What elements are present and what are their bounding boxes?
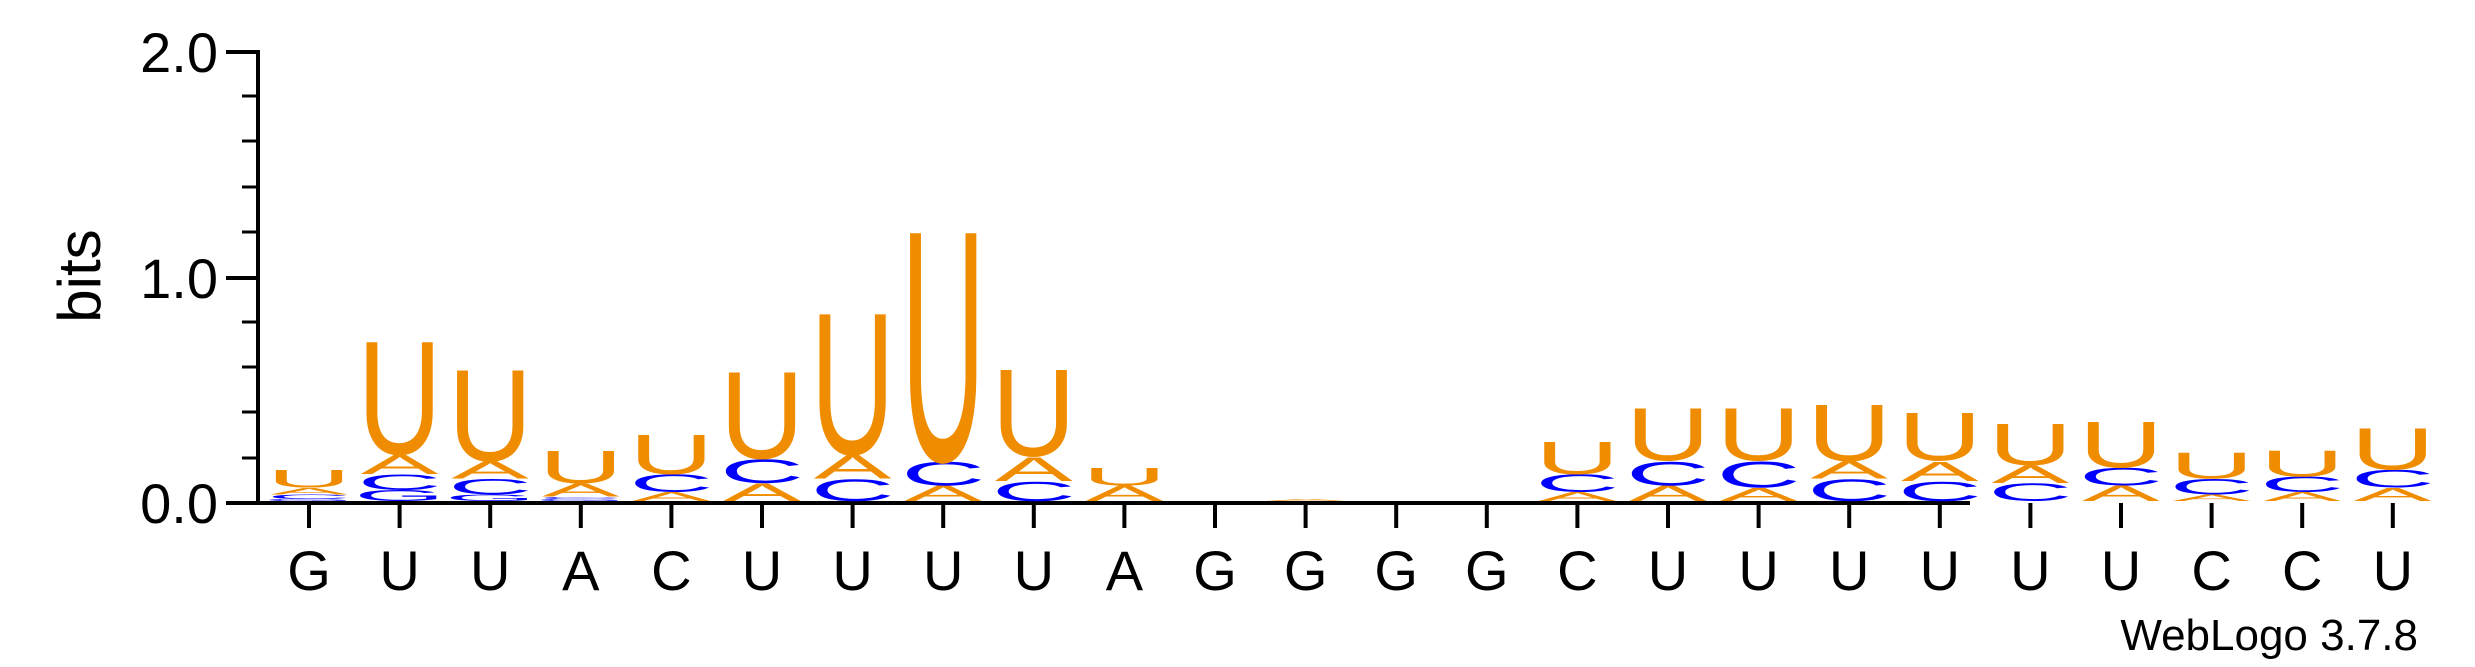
x-tick-label: C — [651, 539, 691, 602]
logo-letter-u: U — [539, 441, 623, 493]
x-tick-label: G — [1193, 539, 1237, 602]
logo-letter-a: A — [2354, 484, 2432, 505]
logo-letter-a: A — [2082, 481, 2160, 505]
logo-letter-a: A — [1629, 481, 1707, 505]
logo-letter-c: C — [810, 473, 894, 508]
x-tick-label: U — [1648, 539, 1688, 602]
y-tick-label-1: 1.0 — [140, 247, 218, 310]
x-tick-label: U — [2010, 539, 2050, 602]
logo-letter-u: U — [1807, 388, 1891, 478]
logo-letter-a: A — [723, 479, 802, 507]
logo-letter-u: U — [1988, 411, 2072, 478]
logo-letter-u: U — [992, 344, 1076, 483]
logo-letter-c: C — [992, 476, 1076, 507]
logo-letter-a: A — [1267, 498, 1345, 501]
logo-letter-a: A — [451, 456, 530, 484]
logo-letter-a: A — [1991, 461, 2070, 489]
x-tick-label: U — [1014, 539, 1054, 602]
logo-letter-g: G — [535, 498, 626, 501]
logo-letter-a: A — [542, 479, 620, 500]
x-tick-label: G — [1284, 539, 1328, 602]
logo-letter-g: G — [264, 498, 355, 501]
logo-letter-g: G — [445, 493, 536, 504]
logo-letter-c: C — [448, 475, 532, 499]
logo-letter-c: C — [357, 470, 441, 494]
logo-letter-c: C — [1626, 455, 1710, 493]
logo-letter-g: G — [354, 487, 445, 504]
logo-letter-a: A — [995, 450, 1074, 488]
logo-letter-a: A — [632, 490, 711, 504]
x-tick-label: U — [742, 539, 782, 602]
logo-letter-u: U — [2351, 416, 2435, 483]
logo-letter-c: C — [1898, 476, 1982, 507]
x-tick-label: U — [2101, 539, 2141, 602]
logo-letter-u: U — [810, 271, 894, 498]
logo-letter-u: U — [357, 307, 441, 488]
x-tick-label: C — [2191, 539, 2231, 602]
logo-letter-c: C — [2351, 465, 2435, 493]
x-tick-label: U — [2373, 539, 2413, 602]
x-tick-label: U — [1920, 539, 1960, 602]
logo-letter-u: U — [1626, 393, 1710, 477]
x-tick-label: G — [287, 539, 331, 602]
logo-letter-u: U — [720, 346, 804, 485]
weblogo-footer: WebLogo 3.7.8 — [2120, 611, 2418, 660]
logo-letter-c: C — [2260, 472, 2344, 496]
logo-letter-c: C — [1807, 473, 1891, 508]
logo-letter-a: A — [1901, 455, 1979, 486]
logo-letter-c: C — [720, 452, 804, 490]
x-tick-label: G — [1465, 539, 1509, 602]
y-axis-label: bits — [46, 229, 113, 322]
logo-letter-u: U — [267, 465, 351, 493]
logo-letter-a: A — [1810, 456, 1889, 484]
logo-letter-u: U — [1082, 463, 1166, 491]
logo-letter-u: U — [1716, 393, 1800, 477]
x-tick-label: U — [470, 539, 510, 602]
logo-letter-c: C — [539, 496, 623, 499]
logo-letter-a: A — [361, 449, 439, 480]
logo-letter-u: U — [901, 162, 985, 531]
y-axis: 2.0 1.0 0.0 bits — [46, 21, 1970, 535]
logo-letter-u: U — [2169, 445, 2253, 486]
logo-letter-c: C — [2169, 475, 2253, 499]
logo-letter-c: C — [2079, 463, 2163, 491]
logo-letter-a: A — [904, 481, 982, 505]
x-tick-label: U — [832, 539, 872, 602]
logo-letter-c: C — [1988, 479, 2072, 507]
logo-letter-u: U — [448, 343, 532, 489]
logo-letter-a: A — [1538, 490, 1617, 504]
logo-letter-c: C — [1716, 454, 1800, 495]
logo-letter-a: A — [814, 448, 893, 486]
y-tick-label-2: 2.0 — [140, 21, 218, 84]
logo-letter-u: U — [2260, 443, 2344, 484]
logo-letter-c: C — [901, 455, 985, 493]
x-tick-label: U — [1829, 539, 1869, 602]
logo-letter-c: C — [267, 493, 351, 500]
x-tick-label: A — [1106, 539, 1144, 602]
logo-letter-c: C — [1535, 470, 1619, 498]
logo-letter-a: A — [1720, 484, 1798, 505]
logo-letter-u: U — [2079, 408, 2163, 481]
logo-letter-c: C — [629, 470, 713, 498]
x-tick-label: C — [2282, 539, 2322, 602]
logo-letter-a: A — [2263, 490, 2342, 504]
y-tick-label-0: 0.0 — [140, 472, 218, 535]
x-tick-label: C — [1557, 539, 1597, 602]
logo-letter-a: A — [2173, 493, 2252, 504]
logo-letter-u: U — [1535, 432, 1619, 484]
logo-letter-a: A — [1085, 481, 1163, 505]
logo-letter-u: U — [629, 424, 713, 487]
x-tick-label: U — [923, 539, 963, 602]
x-tick-label: G — [1374, 539, 1418, 602]
x-tick-label: A — [562, 539, 600, 602]
x-tick-label: U — [379, 539, 419, 602]
logo-letter-u: U — [1898, 399, 1982, 476]
x-tick-label: U — [1738, 539, 1778, 602]
logo-letter-a: A — [270, 486, 349, 497]
